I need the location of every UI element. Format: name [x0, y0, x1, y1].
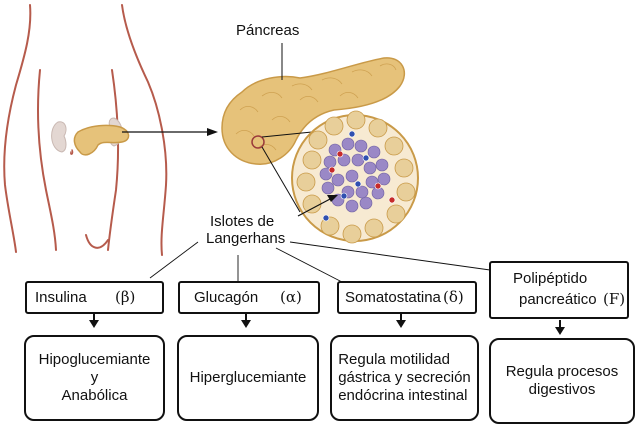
islets-label-line1: Islotes de [210, 213, 275, 230]
effect-text: Regula procesos digestivos [505, 363, 619, 398]
big-pancreas [221, 57, 405, 165]
hormone-box-somatostatina: Somatostatina (δ) [337, 281, 477, 314]
cell-type: (F) [603, 290, 626, 308]
islet-marker-circle [251, 135, 265, 149]
islet-magnified-view [291, 110, 419, 244]
hormone-name-line2: pancreático [519, 291, 597, 308]
islets-label-line2: Langerhans [206, 230, 286, 247]
hormone-name: Insulina [35, 289, 87, 306]
lens-connector-top [261, 131, 313, 138]
label-to-box-lines [149, 241, 491, 283]
hormone-name: Glucagón [194, 289, 259, 306]
down-arrows [89, 312, 565, 335]
cell-type: (β) [115, 288, 136, 306]
islet-label-arrowhead [327, 195, 338, 202]
effect-box-insulina: Hipoglucemiante y Anabólica [24, 335, 165, 421]
cell-type: (α) [280, 288, 302, 306]
lens-connector-bottom [261, 146, 301, 213]
pancreas-arrowhead [207, 128, 218, 136]
hormone-box-polipeptido: Polipéptido pancreático (F) [489, 261, 629, 319]
effect-box-polipeptido: Regula procesos digestivos [489, 338, 635, 424]
hormone-name-line1: Polipéptido [513, 270, 588, 287]
small-pancreas [73, 124, 130, 156]
effect-text: Regula motilidad gástrica y secreción en… [338, 351, 471, 404]
hormone-box-glucagon: Glucagón (α) [178, 281, 320, 314]
effect-box-glucagon: Hiperglucemiante [177, 335, 319, 421]
effect-text: Hiperglucemiante [189, 369, 307, 386]
pancreas-label: Páncreas [236, 22, 300, 39]
hormone-name: Somatostatina [345, 289, 441, 306]
effect-box-somatostatina: Regula motilidad gástrica y secreción en… [330, 335, 479, 421]
cell-type: (δ) [443, 288, 464, 306]
hormone-box-insulina: Insulina (β) [25, 281, 164, 314]
islet-label-arrow [297, 197, 333, 217]
effect-text: Hipoglucemiante y Anabólica [38, 351, 151, 404]
torso-illustration [3, 4, 168, 256]
